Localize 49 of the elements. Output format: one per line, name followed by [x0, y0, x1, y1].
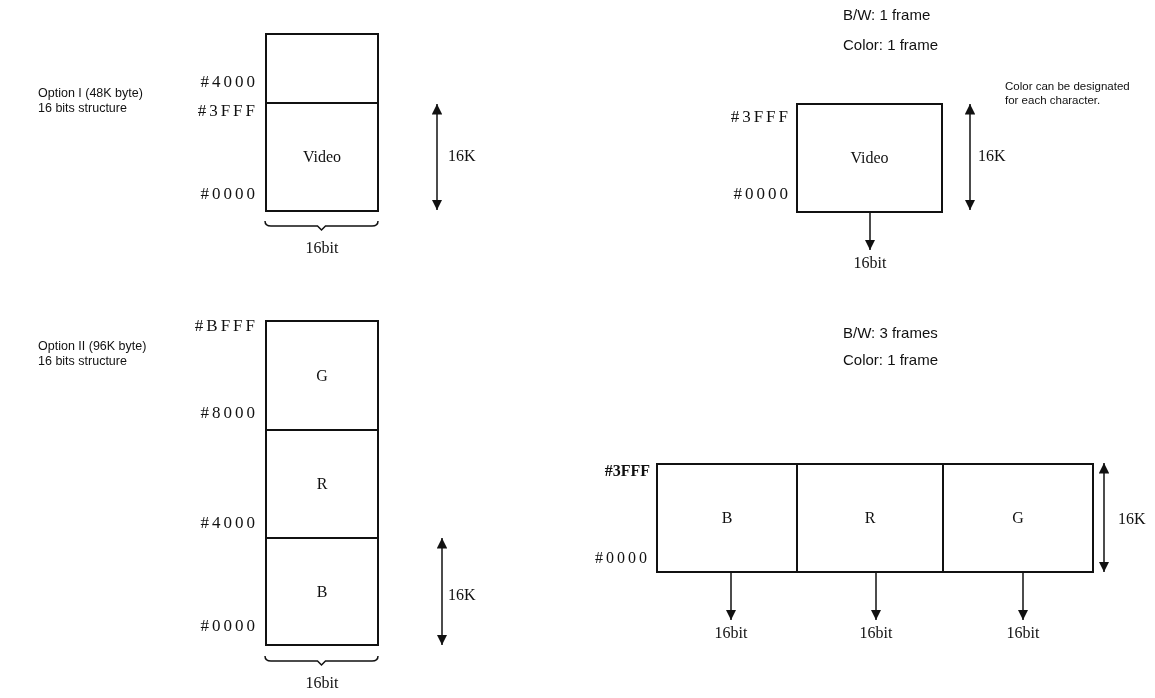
- address-label: #0000: [733, 184, 791, 205]
- address-label: #4000: [200, 513, 258, 534]
- memory-block: [796, 463, 944, 573]
- address-label: #3FFF: [197, 101, 258, 122]
- arrow: [1017, 572, 1029, 621]
- note-text: B/W: 3 frames: [843, 324, 938, 342]
- block-name: Video: [850, 149, 889, 167]
- block-name: G: [1012, 509, 1024, 527]
- block-name: Video: [302, 148, 342, 166]
- size-label: 16bit: [304, 673, 340, 693]
- size-label: 16K: [1118, 509, 1146, 529]
- note-text: Option II (96K byte) 16 bits structure: [38, 339, 148, 369]
- address-label: #4000: [200, 72, 258, 93]
- size-label: 16bit: [304, 238, 340, 258]
- width-label: 16bit: [706, 622, 756, 644]
- note-text: B/W: 1 frame: [843, 6, 931, 24]
- address-label: #0000: [595, 548, 650, 568]
- memory-block: [265, 33, 379, 104]
- address-label: #8000: [200, 403, 258, 424]
- memory-block: [265, 537, 379, 646]
- arrow: [864, 212, 876, 251]
- memory-block: [796, 103, 943, 213]
- memory-block: [265, 429, 379, 539]
- block-name: B: [316, 582, 328, 601]
- address-label: #0000: [200, 616, 258, 637]
- block-name: G: [316, 366, 328, 385]
- memory-block: [265, 320, 379, 431]
- width-label: 16bit: [998, 622, 1048, 644]
- size-label: 16K: [448, 146, 476, 166]
- address-label: #0000: [200, 184, 258, 205]
- size-label: 16K: [978, 146, 1006, 166]
- block-name: R: [316, 475, 328, 493]
- note-text: Option I (48K byte) 16 bits structure: [38, 86, 144, 116]
- address-label: #3FFF: [730, 107, 791, 128]
- block-name: R: [864, 509, 876, 527]
- size-label: 16K: [448, 585, 476, 605]
- arrow: [725, 572, 737, 621]
- address-label: #3FFF: [604, 461, 650, 481]
- note-text: Color: 1 frame: [843, 36, 939, 54]
- block-name: B: [721, 509, 733, 527]
- width-label: 16bit: [851, 622, 901, 644]
- memory-block: [942, 463, 1094, 573]
- address-label: #BFFF: [194, 316, 258, 337]
- arrow: [870, 572, 882, 621]
- note-text: Color can be designated for each character.: [1005, 80, 1131, 108]
- width-label: 16bit: [845, 252, 895, 274]
- memory-block: [656, 463, 798, 573]
- note-text: Color: 1 frame: [843, 351, 939, 369]
- memory-block: [265, 102, 379, 212]
